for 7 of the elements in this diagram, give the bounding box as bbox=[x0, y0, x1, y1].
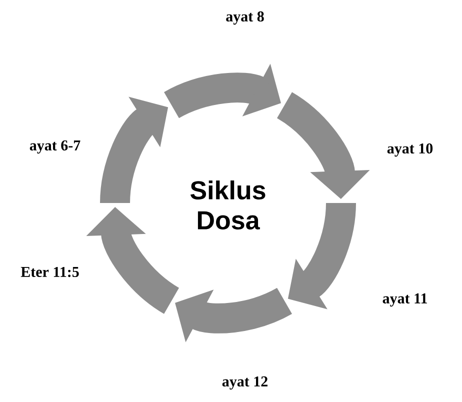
verse-label: ayat 10 bbox=[387, 143, 433, 157]
verse-label: Eter 11:5 bbox=[20, 266, 79, 278]
verse-label: ayat 12 bbox=[222, 376, 268, 390]
verse-label: ayat 6-7 bbox=[30, 140, 80, 154]
verse-label: ayat 8 bbox=[226, 11, 264, 25]
center-title: Siklus Dosa bbox=[190, 180, 266, 230]
verse-label: ayat 11 bbox=[382, 293, 427, 307]
